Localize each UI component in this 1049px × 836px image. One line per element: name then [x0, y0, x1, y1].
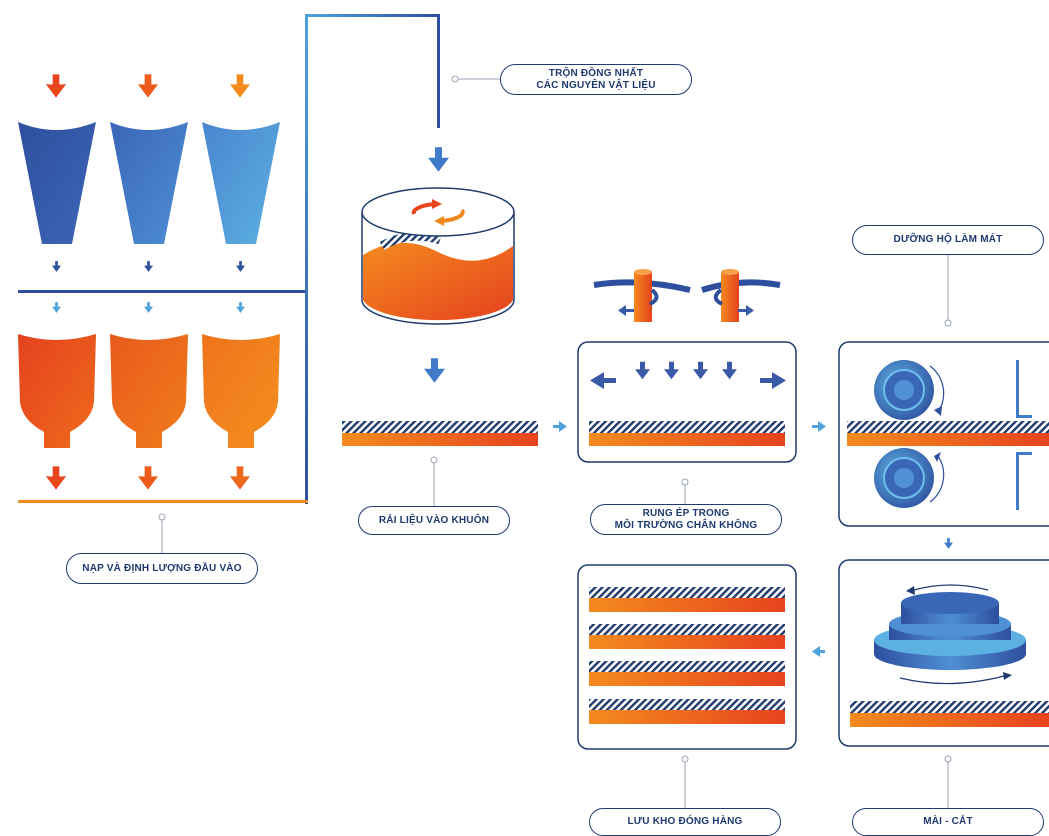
- cutting-blade: [1016, 360, 1032, 510]
- arrow-down-icon: [52, 261, 61, 272]
- arrow-down-icon: [230, 74, 250, 98]
- step-label-store-text: LƯU KHO ĐÓNG HÀNG: [627, 816, 743, 827]
- roller-icon: [874, 448, 945, 508]
- step-label-feed: NẠP VÀ ĐỊNH LƯỢNG ĐẦU VÀO: [66, 553, 258, 584]
- arrow-down-icon: [138, 466, 158, 490]
- arrow-down-icon: [144, 302, 153, 313]
- silo-icon: [18, 334, 96, 448]
- slab-icon: [589, 661, 785, 686]
- funnel-icon: [110, 122, 188, 244]
- step-label-store: LƯU KHO ĐÓNG HÀNG: [589, 808, 781, 836]
- step-label-cure: DƯỠNG HỘ LÀM MÁT: [852, 225, 1044, 255]
- step-label-spread-text: RẢI LIỆU VÀO KHUÔN: [378, 514, 490, 526]
- arrow-down-icon: [144, 261, 153, 272]
- arrow-right-icon: [812, 421, 826, 432]
- slab-icon: [847, 421, 1049, 446]
- funnel-icon: [202, 122, 280, 244]
- step-label-cure-text: DƯỠNG HỘ LÀM MÁT: [893, 234, 1003, 245]
- spread-connector: [430, 456, 438, 506]
- silo-icon: [110, 334, 188, 448]
- arrow-down-icon: [46, 74, 66, 98]
- slab-icon: [589, 421, 785, 446]
- step-label-feed-text: NẠP VÀ ĐỊNH LƯỢNG ĐẦU VÀO: [82, 562, 242, 574]
- input-arrows: [46, 74, 250, 98]
- slab-icon: [589, 587, 785, 612]
- feed-connector: [158, 513, 166, 553]
- silo-inlet-arrows: [52, 302, 245, 313]
- cure-connector: [944, 255, 952, 327]
- mix-connector: [451, 75, 500, 83]
- funnels: [18, 122, 280, 244]
- slab-stack: [589, 587, 785, 724]
- arrow-down-icon: [944, 538, 953, 549]
- step-label-vibrate-line1: RUNG ÉP TRONG: [642, 507, 730, 519]
- step-label-mix-line1: TRỘN ĐỒNG NHẤT: [548, 67, 644, 79]
- funnel-outlet-arrows: [52, 261, 245, 272]
- store-connector: [681, 755, 689, 808]
- step-label-mix: TRỘN ĐỒNG NHẤT CÁC NGUYÊN VẬT LIỆU: [500, 64, 692, 95]
- step-label-vibrate-line2: MÔI TRƯỜNG CHÂN KHÔNG: [614, 519, 758, 531]
- slab-icon: [589, 699, 785, 724]
- arrow-down-icon: [52, 302, 61, 313]
- step-label-polish-text: MÀI - CẮT: [923, 816, 973, 827]
- step-label-polish: MÀI - CẮT: [852, 808, 1044, 836]
- mixer-drum-icon: [361, 187, 515, 325]
- slab-icon: [850, 701, 1049, 727]
- silo-icon: [202, 334, 280, 448]
- arrow-down-icon: [236, 261, 245, 272]
- polish-connector: [944, 755, 952, 808]
- slab-icon: [589, 624, 785, 649]
- vibration-columns: [593, 269, 781, 322]
- polishing-disc-icon: [874, 584, 1026, 685]
- rotate-icon: [411, 199, 465, 226]
- arrow-down-icon: [138, 74, 158, 98]
- silos: [18, 334, 280, 448]
- spread-arrows: [590, 372, 786, 389]
- arrow-down-icon: [46, 466, 66, 490]
- roller-icon: [874, 360, 945, 420]
- step-label-vibrate: RUNG ÉP TRONG MÔI TRƯỜNG CHÂN KHÔNG: [590, 504, 782, 535]
- arrow-down-icon: [230, 466, 250, 490]
- arrow-left-icon: [812, 646, 825, 657]
- step-label-spread: RẢI LIỆU VÀO KHUÔN: [358, 506, 510, 535]
- arrow-down-icon: [428, 147, 449, 172]
- arrow-right-icon: [553, 421, 567, 432]
- feed-pipe: [18, 14, 440, 504]
- slab-icon: [342, 421, 538, 446]
- vibrate-connector: [681, 478, 689, 504]
- silo-outlet-arrows: [46, 466, 250, 490]
- step-label-mix-line2: CÁC NGUYÊN VẬT LIỆU: [536, 79, 656, 91]
- funnel-icon: [18, 122, 96, 244]
- arrow-down-icon: [236, 302, 245, 313]
- arrow-down-icon: [424, 358, 445, 383]
